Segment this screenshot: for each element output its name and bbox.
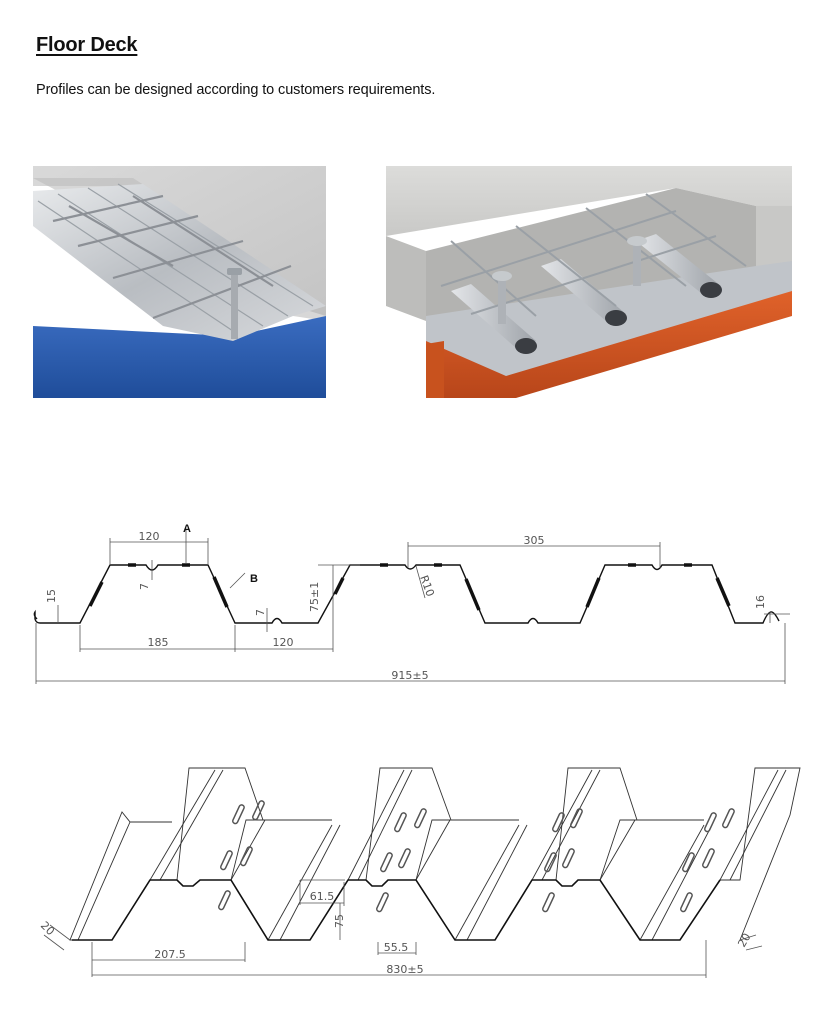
profile-cross-section-diagram: 120 A B 7 15 185 7 120 75±1 R10 305 16 9… (0, 510, 830, 700)
dim-rib-depth-top: 7 (138, 583, 151, 590)
dim-bottom-span: 185 (148, 636, 169, 649)
dim-span: 207.5 (154, 948, 186, 961)
label-a: A (183, 523, 191, 535)
dim-iso-height: 75 (333, 914, 346, 928)
dim-edge-left: 20 (38, 919, 57, 938)
page-title: Floor Deck (36, 34, 138, 56)
dim-cover-width: 830±5 (386, 963, 423, 976)
dim-edge-height-right: 16 (754, 595, 767, 609)
dim-total-width: 915±5 (391, 669, 428, 682)
dim-bottom-width: 120 (273, 636, 294, 649)
label-b: B (250, 573, 258, 585)
dim-rib-depth-bottom: 7 (254, 609, 267, 616)
dim-edge-right: 20 (735, 931, 753, 950)
dim-bottom-flange: 55.5 (384, 941, 409, 954)
dim-pitch: 305 (524, 534, 545, 547)
floor-deck-photo-blue-beam (33, 166, 326, 398)
dim-height: 75±1 (308, 582, 321, 612)
dim-top-flange: 61.5 (310, 890, 335, 903)
dim-radius: R10 (417, 574, 437, 599)
isometric-profile-diagram: 20 61.5 75 55.5 207.5 20 830±5 (0, 755, 830, 995)
page-subtitle: Profiles can be designed according to cu… (36, 82, 436, 98)
dim-edge-height-left: 15 (45, 589, 58, 603)
floor-deck-photo-orange-beam (386, 166, 792, 398)
dim-top-width: 120 (139, 530, 160, 543)
